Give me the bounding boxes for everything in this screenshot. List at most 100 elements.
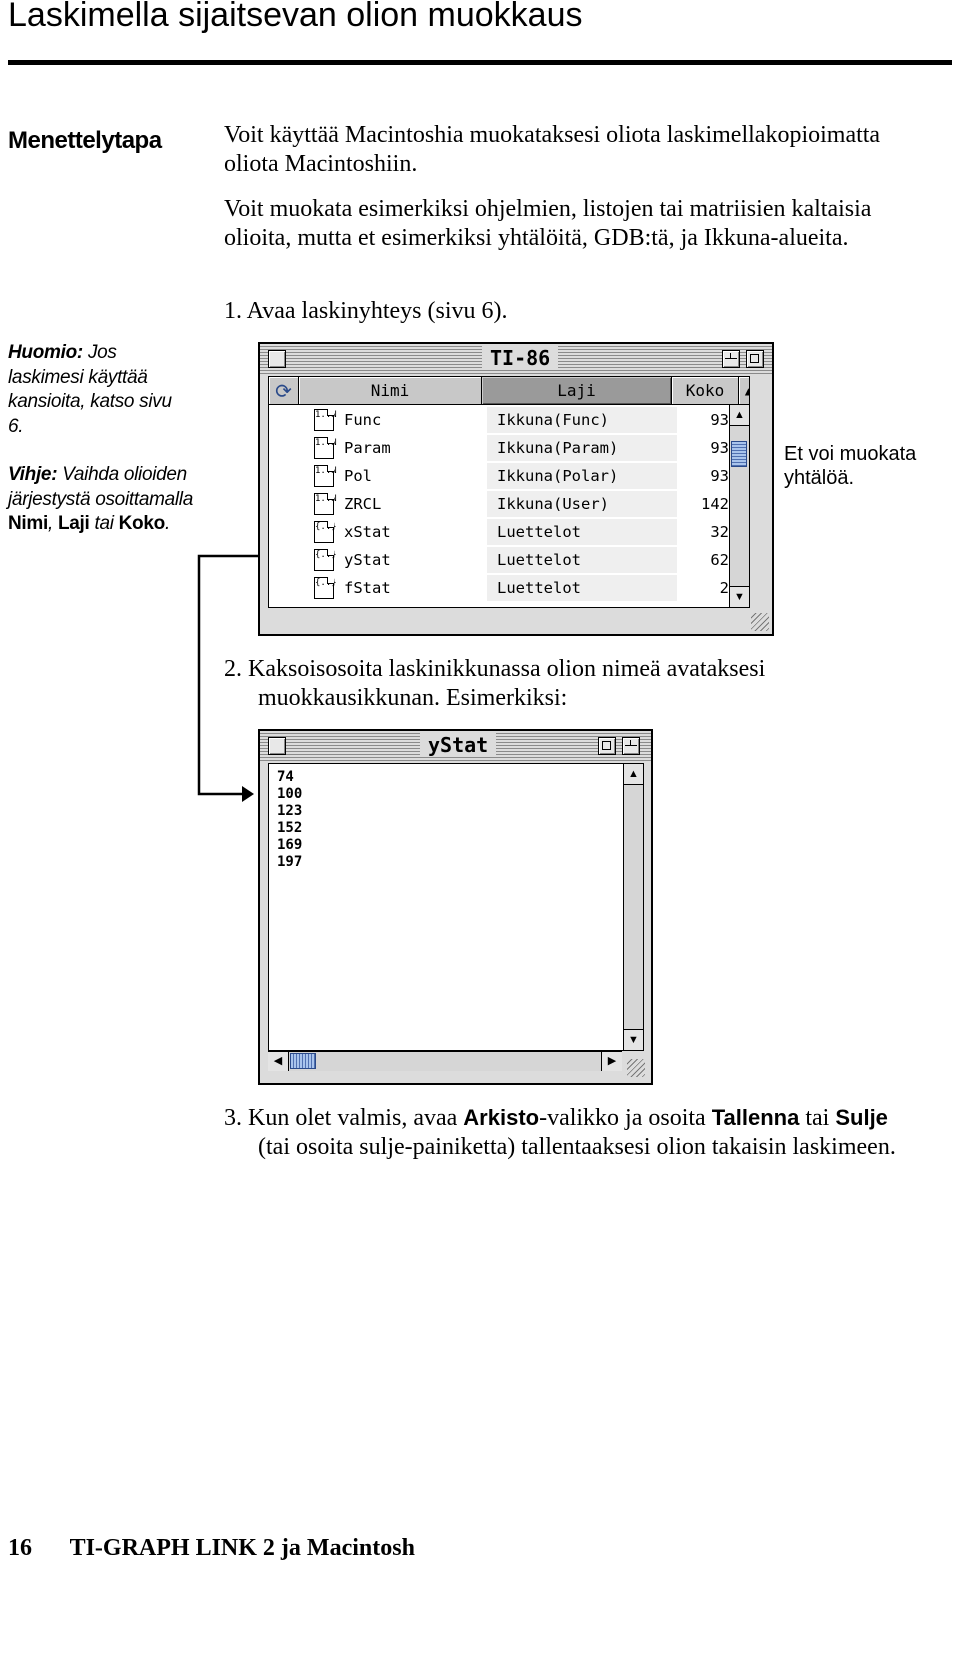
equation-icon: 1..N (314, 437, 337, 459)
intro-paragraph-2: Voit muokata esimerkiksi ohjelmien, list… (224, 196, 872, 251)
column-header-laji[interactable]: Laji (482, 377, 672, 405)
item-size: 93 (710, 411, 729, 429)
item-size: 142 (701, 495, 729, 513)
item-name: Pol (344, 467, 372, 485)
laji-cell-bg (487, 463, 677, 489)
step-3: 3. Kun olet valmis, avaa Arkisto-valikko… (224, 1103, 914, 1162)
windowshade-box-icon[interactable] (722, 350, 740, 368)
title-rule (8, 60, 952, 65)
scroll-down-arrow-icon[interactable]: ▼ (730, 586, 749, 607)
equation-icon: 1..N (314, 493, 337, 515)
page-title: Laskimella sijaitsevan olion muokkaus (8, 0, 583, 34)
list-item[interactable]: 1..N Param Ikkuna(Param) 93 (269, 434, 729, 462)
huomio-label: Huomio: (8, 342, 83, 363)
scroll-down-arrow-icon[interactable]: ▼ (624, 1029, 643, 1050)
step-3-text-4: (tai osoita sulje-painiketta) tallentaak… (258, 1134, 896, 1160)
scroll-up-arrow-icon[interactable]: ▲ (624, 764, 643, 785)
item-name: Func (344, 411, 382, 429)
item-size: 2 (719, 579, 729, 597)
step-1: 1. Avaa laskinyhteys (sivu 6). (224, 298, 508, 324)
grow-box-icon[interactable] (627, 1059, 645, 1077)
close-box-icon[interactable] (268, 350, 286, 368)
scroll-thumb[interactable] (290, 1053, 316, 1069)
close-box-icon[interactable] (268, 737, 286, 755)
step-3-number: 3. (224, 1105, 242, 1131)
ti86-window-title: TI-86 (482, 346, 559, 370)
scroll-up-arrow-icon[interactable]: ▲ (730, 405, 749, 426)
item-type: Ikkuna(Func) (497, 411, 609, 429)
item-size: 62 (710, 551, 729, 569)
step-2: 2. Kaksoisosoita laskinikkunassa olion n… (224, 655, 914, 713)
item-size: 93 (710, 439, 729, 457)
zoom-box-icon[interactable] (598, 737, 616, 755)
scroll-left-arrow-icon[interactable]: ◀ (268, 1052, 289, 1071)
vihje-end: . (164, 513, 170, 534)
laji-cell-bg (487, 547, 677, 573)
step-3-tallenna: Tallenna (711, 1105, 800, 1130)
callout-text: Et voi muokata yhtälöä. (784, 443, 917, 489)
step-3-text-3: tai (805, 1105, 830, 1131)
ti86-titlebar[interactable]: TI-86 (260, 344, 772, 374)
item-type: Luettelot (497, 579, 581, 597)
item-size: 93 (710, 467, 729, 485)
vihje-nimi: Nimi (8, 513, 48, 534)
list-icon: {..} (314, 549, 337, 571)
page-number: 16 (8, 1535, 32, 1561)
item-name: ZRCL (344, 495, 382, 513)
vihje-tai: tai (94, 513, 114, 534)
sort-order-icon[interactable]: ▲ (739, 377, 749, 405)
ystat-value: 152 (277, 820, 303, 836)
laji-cell-bg (487, 519, 677, 545)
scroll-thumb[interactable] (731, 441, 747, 467)
ystat-value: 169 (277, 837, 303, 853)
column-header-nimi[interactable]: Nimi (299, 377, 482, 405)
laji-cell-bg (487, 407, 677, 433)
step-3-text-2: -valikko ja osoita (539, 1105, 706, 1131)
item-name: Param (344, 439, 391, 457)
ystat-window-title: yStat (420, 733, 497, 757)
ystat-titlebar[interactable]: yStat (260, 731, 651, 761)
scroll-right-arrow-icon[interactable]: ▶ (601, 1052, 622, 1071)
vihje-laji: Laji (57, 513, 90, 534)
intro-paragraph-1: Voit käyttää Macintoshia muokataksesi ol… (224, 122, 881, 177)
ystat-value: 74 (277, 769, 294, 785)
page-footer: 16 TI-GRAPH LINK 2 ja Macintosh (8, 1535, 415, 1562)
vihje-koko: Koko (118, 513, 166, 534)
zoom-box-icon[interactable] (746, 350, 764, 368)
equation-icon: 1..N (314, 465, 337, 487)
refresh-icon[interactable]: ⟳ (269, 377, 299, 405)
item-size: 32 (710, 523, 729, 541)
laji-cell-bg (487, 491, 677, 517)
item-type: Luettelot (497, 523, 581, 541)
ystat-value: 123 (277, 803, 303, 819)
item-type: Luettelot (497, 551, 581, 569)
column-header-koko[interactable]: Koko (672, 377, 739, 405)
list-icon: {..} (314, 577, 337, 599)
grow-box-icon[interactable] (751, 613, 769, 631)
ti86-vertical-scrollbar[interactable]: ▲ ▼ (729, 405, 749, 607)
step-3-sulje: Sulje (835, 1105, 888, 1130)
object-list: ⟳ Nimi Laji Koko ▲ 1..N Func Ikkuna(Func) 9… (268, 376, 750, 608)
list-item[interactable]: {..} fStat Luettelot 2 (269, 574, 729, 602)
ystat-horizontal-scrollbar[interactable]: ◀ ▶ (268, 1051, 622, 1071)
note-huomio: Huomio: Jos laskimesi käyttää kansioita,… (8, 341, 188, 439)
footer-text: TI-GRAPH LINK 2 ja Macintosh (69, 1535, 415, 1561)
list-item[interactable]: 1..N ZRCL Ikkuna(User) 142 (269, 490, 729, 518)
equation-icon: 1..N (314, 409, 337, 431)
windowshade-box-icon[interactable] (622, 737, 640, 755)
connector-arrow (197, 554, 270, 802)
item-type: Ikkuna(User) (497, 495, 609, 513)
item-type: Ikkuna(Param) (497, 439, 619, 457)
item-name: fStat (344, 579, 391, 597)
list-item[interactable]: 1..N Func Ikkuna(Func) 93 (269, 406, 729, 434)
vihje-text: Vaihda olioiden järjestystä osoittamalla (8, 464, 193, 510)
ystat-vertical-scrollbar[interactable]: ▲ ▼ (623, 764, 643, 1050)
ystat-value: 197 (277, 854, 303, 870)
vihje-comma: , (47, 513, 53, 534)
